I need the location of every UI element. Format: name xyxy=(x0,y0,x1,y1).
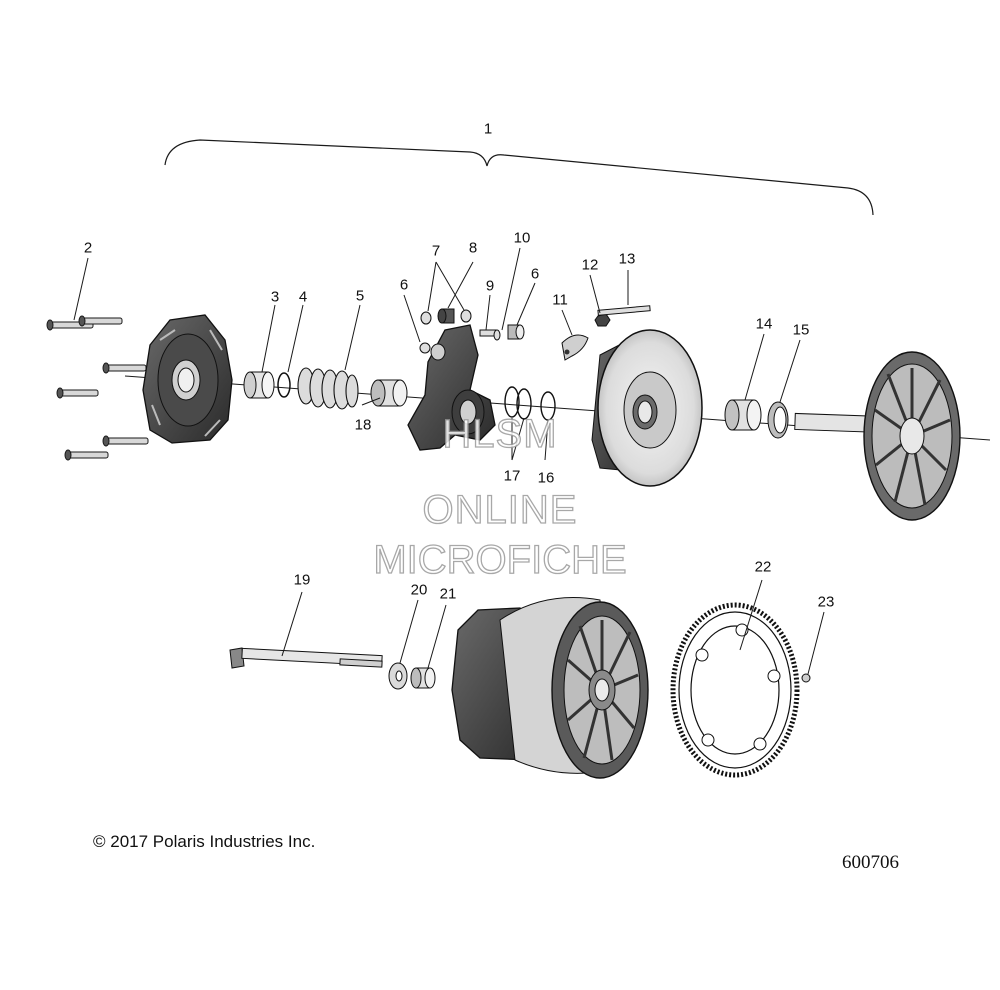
callout-6b: 6 xyxy=(530,265,540,283)
bushing-item-3 xyxy=(243,371,275,399)
watermark-line-2: ONLINE xyxy=(422,487,578,532)
callout-14: 14 xyxy=(755,315,773,333)
weight-item-11 xyxy=(561,334,589,361)
callout-11: 11 xyxy=(552,291,568,309)
washer-item-20 xyxy=(388,662,408,690)
figure-number: 600706 xyxy=(842,852,899,873)
callout-6: 6 xyxy=(399,276,409,294)
callout-12: 12 xyxy=(581,256,599,274)
callout-16: 16 xyxy=(537,469,555,487)
small-parts-top xyxy=(419,308,525,354)
spider-assembly xyxy=(407,324,496,451)
watermark-line-1: HLSM xyxy=(442,411,558,456)
callout-9: 9 xyxy=(485,277,495,295)
ring-gear-item-22 xyxy=(670,602,800,778)
callout-3: 3 xyxy=(270,288,280,306)
callout-20: 20 xyxy=(410,581,428,599)
bushing-item-18 xyxy=(370,379,408,407)
callout-4: 4 xyxy=(298,288,308,306)
copyright-notice: © 2017 Polaris Industries Inc. xyxy=(93,832,316,851)
bolts-item-2 xyxy=(46,315,149,461)
callout-23: 23 xyxy=(817,593,835,611)
pin-item-13 xyxy=(597,305,651,316)
bushing-item-21 xyxy=(410,667,436,689)
callout-19: 19 xyxy=(293,571,311,589)
callout-10: 10 xyxy=(513,229,531,247)
callout-8: 8 xyxy=(468,239,478,257)
callout-13: 13 xyxy=(618,250,636,268)
bolt-item-19 xyxy=(229,647,383,669)
bushing-item-14 xyxy=(724,399,762,431)
nut-item-12 xyxy=(594,313,611,327)
clutch-cover xyxy=(142,314,233,444)
ring-item-15 xyxy=(767,401,789,439)
moveable-sheave xyxy=(591,329,703,487)
fixed-sheave xyxy=(794,351,961,521)
spring-item-5 xyxy=(297,367,359,410)
callout-15: 15 xyxy=(792,321,810,339)
callout-7: 7 xyxy=(431,242,441,260)
callout-17: 17 xyxy=(503,467,521,485)
assembly-bracket xyxy=(164,139,874,216)
leader-lines xyxy=(73,247,825,675)
ring-item-4 xyxy=(277,372,291,398)
callout-18: 18 xyxy=(354,416,372,434)
watermark-line-3: MICROFICHE xyxy=(373,537,628,582)
callout-5: 5 xyxy=(355,287,365,305)
assembled-clutch xyxy=(451,597,649,779)
callout-2: 2 xyxy=(83,239,93,257)
callout-21: 21 xyxy=(439,585,457,603)
callout-1: 1 xyxy=(483,120,493,138)
callout-22: 22 xyxy=(754,558,772,576)
screw-item-23 xyxy=(801,673,811,683)
